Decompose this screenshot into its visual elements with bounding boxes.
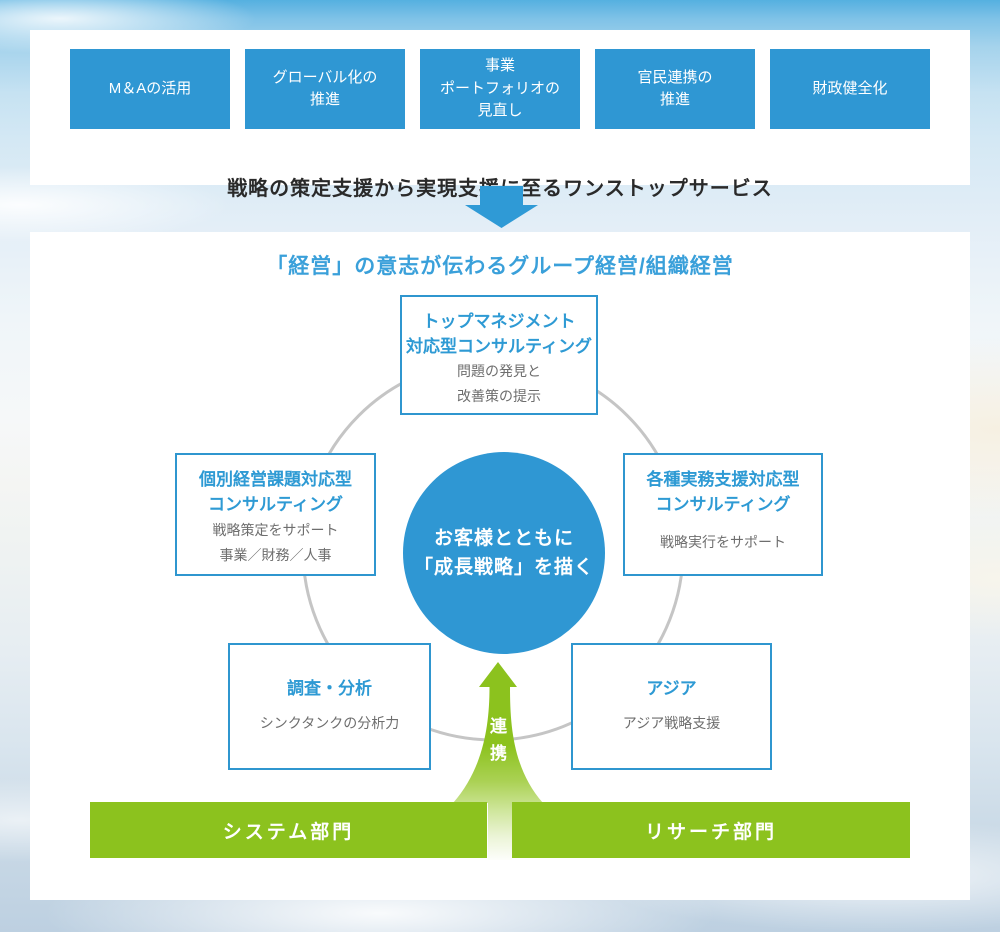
node-title: トップマネジメント 対応型コンサルティング: [406, 312, 592, 356]
theme-box-portfolio: 事業 ポートフォリオの 見直し: [420, 49, 580, 129]
theme-box-public-private: 官民連携の 推進: [595, 49, 755, 129]
node-desc: シンクタンクの分析力: [259, 715, 400, 732]
theme-box-fiscal: 財政健全化: [770, 49, 930, 129]
link-label: 連携: [490, 717, 507, 763]
node-desc: 戦略策定をサポート 事業／財務／人事: [212, 522, 339, 563]
node-title: 調査・分析: [287, 679, 372, 699]
node-title: アジア: [646, 679, 697, 699]
center-growth-circle: お客様とともに 「成長戦略」を描く: [403, 452, 605, 654]
system-division-bar: システム部門: [90, 802, 487, 858]
node-desc: アジア戦略支援: [622, 715, 721, 732]
node-desc: 戦略実行をサポート: [660, 534, 786, 551]
node-title: 各種実務支援対応型 コンサルティング: [646, 470, 800, 514]
theme-box-ma: M＆Aの活用: [70, 49, 230, 129]
consulting-diagram-panel: 「経営」の意志が伝わるグループ経営/組織経営 トップマネジメント 対応型コンサル…: [30, 232, 970, 900]
link-arrow-stem: [488, 800, 512, 860]
strategy-themes-panel: M＆Aの活用 グローバル化の 推進 事業 ポートフォリオの 見直し 官民連携の …: [30, 30, 970, 200]
node-title: 個別経営課題対応型 コンサルティング: [199, 470, 352, 514]
node-individual-issues: 個別経営課題対応型 コンサルティング 戦略策定をサポート 事業／財務／人事: [175, 453, 376, 576]
diagram-title: 「経営」の意志が伝わるグループ経営/組織経営: [266, 255, 734, 278]
research-division-bar: リサーチ部門: [512, 802, 910, 858]
node-research-analysis: 調査・分析 シンクタンクの分析力: [228, 643, 431, 770]
node-asia: アジア アジア戦略支援: [571, 643, 772, 770]
node-top-management: トップマネジメント 対応型コンサルティング 問題の発見と 改善策の提示: [400, 295, 598, 415]
theme-box-row: M＆Aの活用 グローバル化の 推進 事業 ポートフォリオの 見直し 官民連携の …: [30, 49, 970, 129]
node-practical-support: 各種実務支援対応型 コンサルティング 戦略実行をサポート: [623, 453, 823, 576]
node-desc: 問題の発見と 改善策の提示: [457, 363, 541, 404]
link-up-arrow: [453, 662, 543, 803]
theme-box-global: グローバル化の 推進: [245, 49, 405, 129]
down-arrow-icon: [465, 186, 538, 228]
